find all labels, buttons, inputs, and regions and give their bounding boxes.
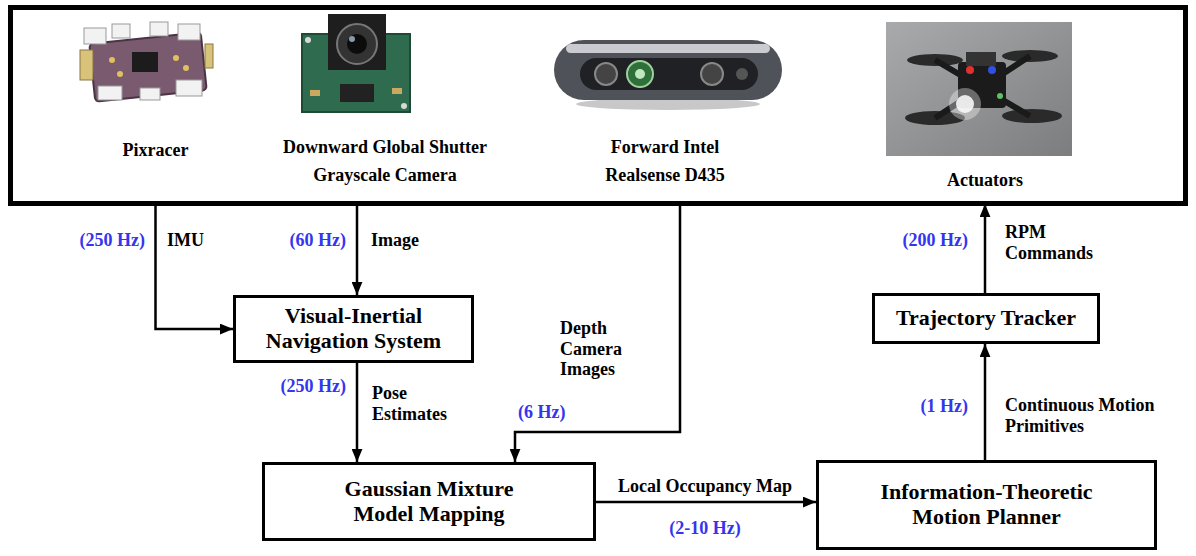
frequency-label: (60 Hz) — [290, 230, 346, 251]
device-caption: Forward Intel Realsense D435 — [578, 134, 753, 190]
edge-label: IMU — [167, 230, 204, 251]
connector-arrow — [984, 204, 987, 293]
device-caption: Actuators — [947, 167, 1023, 195]
device-panel: Actuators — [880, 12, 1090, 204]
frequency-label: (6 Hz) — [518, 402, 565, 423]
connector-arrow — [596, 501, 816, 504]
frequency-label: (200 Hz) — [903, 230, 968, 251]
process-box: Visual-Inertial Navigation System — [233, 295, 474, 363]
frequency-label: (250 Hz) — [281, 376, 346, 397]
frequency-label: (2-10 Hz) — [669, 518, 740, 539]
edge-label: RPM Commands — [1005, 222, 1093, 263]
edge-label: Image — [371, 230, 419, 251]
device-panel: Downward Global Shutter Grayscale Camera — [240, 12, 530, 204]
connector-arrow — [984, 344, 987, 460]
drone-photo — [886, 22, 1072, 156]
frequency-label: (250 Hz) — [80, 230, 145, 251]
camera-board — [302, 14, 410, 112]
process-box: Trajectory Tracker — [872, 293, 1100, 344]
device-caption: Pixracer — [123, 137, 189, 165]
device-panel: Pixracer — [58, 12, 253, 204]
box-title: Visual-Inertial Navigation System — [246, 304, 461, 353]
connector-arrow — [356, 204, 359, 295]
process-box: Information-Theoretic Motion Planner — [816, 460, 1157, 550]
box-title: Trajectory Tracker — [896, 306, 1076, 331]
edge-label: Continuous Motion Primitives — [1005, 395, 1180, 436]
process-box: Gaussian Mixture Model Mapping — [262, 462, 596, 541]
device-caption: Downward Global Shutter Grayscale Camera — [260, 134, 510, 190]
connector-arrow — [356, 363, 359, 462]
pixracer-board — [80, 22, 213, 102]
edge-label: Local Occupancy Map — [618, 476, 792, 497]
connector-arrow — [156, 204, 234, 329]
box-title: Information-Theoretic Motion Planner — [857, 480, 1117, 529]
edge-label: Depth Camera Images — [560, 318, 622, 380]
box-title: Gaussian Mixture Model Mapping — [327, 477, 532, 526]
hardware-frame — [11, 8, 1186, 204]
device-panel: Forward Intel Realsense D435 — [540, 12, 790, 204]
frequency-label: (1 Hz) — [921, 396, 968, 417]
connector-arrow — [515, 204, 680, 462]
edge-label: Pose Estimates — [372, 383, 447, 424]
depth-camera — [554, 40, 782, 110]
